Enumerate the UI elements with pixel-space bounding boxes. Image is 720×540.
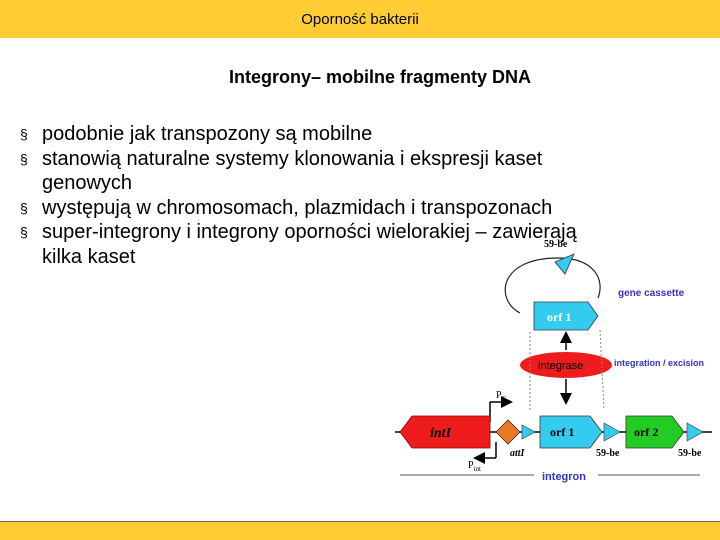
bullet-icon: §: [20, 150, 28, 167]
59be-triangle-top: [554, 253, 575, 275]
integron-label: integron: [542, 471, 586, 483]
integration-excision-label: integration / excision: [614, 358, 704, 368]
integrase-label: integrase: [538, 360, 583, 372]
header-title: Oporność bakterii: [301, 10, 419, 28]
guide-right-dotted: [599, 329, 605, 411]
intI-gene-block: [399, 415, 491, 449]
cassette-loop: [504, 257, 601, 314]
bullet-icon: §: [20, 126, 28, 142]
label-59be-top: 59-be: [544, 239, 568, 250]
orf1-gene-block: [539, 415, 603, 449]
gene-cassette-label: gene cassette: [618, 288, 685, 299]
59be-triangle-mid-left: [521, 424, 536, 440]
header-bar: Oporność bakterii: [0, 0, 720, 38]
59be-label-mid: 59-be: [596, 448, 620, 459]
integron-diagram: 59-be orf 1 gene cassette integrase inte…: [395, 239, 712, 483]
bullet-list: § podobnie jak transpozony są mobilne § st…: [20, 122, 620, 269]
orf2-gene-label: orf 2: [634, 425, 658, 439]
footer-bar: [0, 521, 720, 540]
integrase-oval: [520, 352, 612, 378]
bullet-text: stanowią naturalne systemy klonowania i …: [42, 147, 543, 195]
pc-label: PC: [496, 390, 507, 403]
bullet-text: podobnie jak transpozony są mobilne: [42, 123, 373, 145]
bullet-item: § występują w chromosomach, plazmidach i …: [20, 196, 620, 221]
attI-label: attI: [510, 448, 526, 459]
bullet-item: § super-integrony i integrony oporności w…: [20, 220, 620, 269]
orf1-cassette-label: orf 1: [547, 310, 571, 324]
59be-triangle-mid: [603, 422, 621, 442]
orf1-cassette-block: [533, 301, 599, 331]
intI-label: intI: [430, 426, 452, 441]
bullet-text: super-integrony i integrony oporności wi…: [42, 221, 577, 268]
orf2-gene-block: [625, 415, 685, 449]
bullet-text: występują w chromosomach, plazmidach i t…: [42, 196, 553, 219]
bullet-icon: §: [20, 199, 28, 216]
integron-label-bg: [534, 467, 598, 483]
bullet-icon: §: [20, 224, 28, 240]
attI-site-diamond: [495, 419, 521, 445]
59be-triangle-right: [686, 422, 704, 442]
orf1-gene-label: orf 1: [550, 425, 574, 439]
pint-label: Pint: [468, 460, 481, 473]
59be-label-right: 59-be: [678, 448, 702, 459]
slide-title: Integrony– mobilne fragmenty DNA: [228, 67, 532, 87]
bullet-item: § stanowią naturalne systemy klonowania i…: [20, 147, 620, 196]
bullet-item: § podobnie jak transpozony są mobilne: [20, 122, 620, 147]
